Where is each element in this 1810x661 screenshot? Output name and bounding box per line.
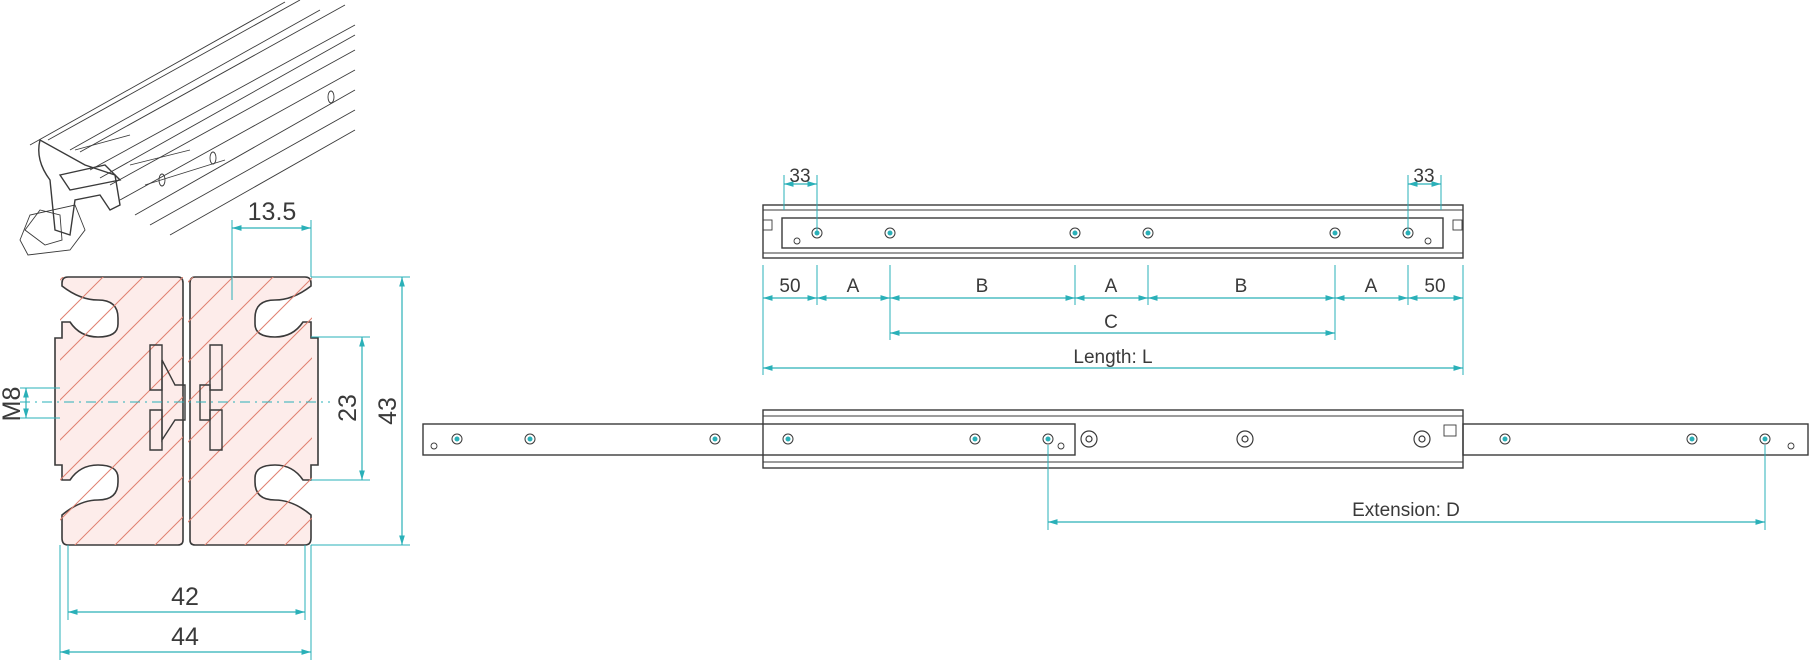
segment-label-50-left: 50 — [779, 276, 800, 297]
dim-42-label: 42 — [171, 583, 199, 611]
segment-label-b-2: B — [1235, 276, 1248, 297]
dim-43-label: 43 — [374, 397, 402, 425]
segment-label-a-3: A — [1365, 276, 1378, 297]
mounting-holes-extended — [451, 433, 1771, 445]
segment-label-a-1: A — [847, 276, 860, 297]
roller-marks — [1080, 430, 1431, 448]
segment-label-50-right: 50 — [1424, 276, 1445, 297]
dim-extension-label: Extension: D — [1352, 500, 1460, 521]
rail-cross-section — [20, 276, 330, 546]
dim-33-right-label: 33 — [1413, 166, 1434, 187]
dim-23-label: 23 — [334, 394, 362, 422]
isometric-rail-view — [19, 0, 356, 256]
rail-top-view — [762, 204, 1464, 259]
extension-dimension: Extension: D — [1047, 445, 1766, 530]
rail-extended-view — [422, 409, 1809, 469]
segment-label-a-2: A — [1105, 276, 1118, 297]
section-dimensions: 13.5 23 43 M8 42 44 — [0, 198, 410, 660]
dim-33-left-label: 33 — [789, 166, 810, 187]
segment-label-b-1: B — [976, 276, 989, 297]
dim-length-label: Length: L — [1073, 347, 1152, 368]
dim-m8-label: M8 — [0, 387, 26, 422]
top-view-dimensions: 33 33 50 A B A B A 50 — [762, 166, 1464, 375]
dim-c-label: C — [1104, 312, 1118, 333]
mounting-holes-top — [811, 227, 1414, 239]
dim-44-label: 44 — [171, 623, 199, 651]
dim-13-5-label: 13.5 — [248, 198, 297, 226]
section-left-body — [54, 276, 184, 546]
